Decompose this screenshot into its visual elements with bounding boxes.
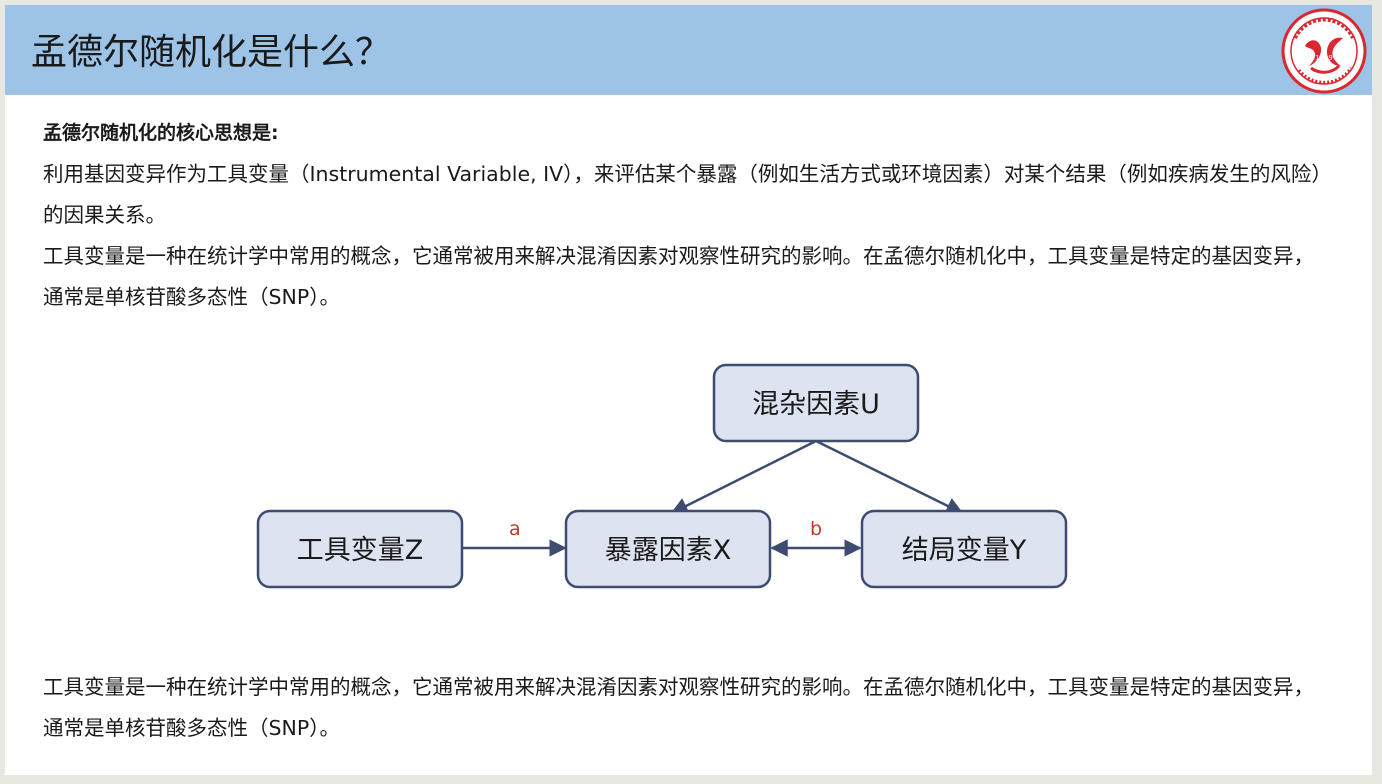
edge-u-to-y bbox=[815, 439, 964, 515]
hospital-logo-icon: 1929 bbox=[1281, 8, 1367, 94]
slide: 孟德尔随机化是什么？ 1929 孟德尔随机化的核心思想是: 利用基因变异作为工具… bbox=[5, 5, 1372, 775]
node-instrument-label: 工具变量Z bbox=[297, 535, 424, 566]
intro-section: 孟德尔随机化的核心思想是: 利用基因变异作为工具变量（Instrumental … bbox=[43, 113, 1333, 318]
causal-diagram: a b 混杂因素U 工具变量Z 暴露因素X 结局变量Y bbox=[256, 363, 1068, 589]
page-title: 孟德尔随机化是什么？ bbox=[31, 32, 392, 73]
edge-u-to-x bbox=[670, 439, 817, 515]
node-confounder: 混杂因素U bbox=[712, 363, 920, 443]
logo-year: 1929 bbox=[1315, 54, 1333, 62]
node-outcome-label: 结局变量Y bbox=[902, 535, 1027, 566]
node-confounder-label: 混杂因素U bbox=[752, 389, 880, 420]
node-instrument: 工具变量Z bbox=[256, 509, 464, 589]
intro-paragraph-2: 工具变量是一种在统计学中常用的概念，它通常被用来解决混淆因素对观察性研究的影响。… bbox=[43, 244, 1314, 309]
intro-paragraph-1: 利用基因变异作为工具变量（Instrumental Variable, IV），… bbox=[43, 162, 1332, 227]
header-bar: 孟德尔随机化是什么？ 1929 bbox=[5, 5, 1372, 95]
node-exposure: 暴露因素X bbox=[564, 509, 772, 589]
node-exposure-label: 暴露因素X bbox=[605, 535, 732, 566]
outro-section: 工具变量是一种在统计学中常用的概念，它通常被用来解决混淆因素对观察性研究的影响。… bbox=[43, 667, 1333, 749]
edge-label-b: b bbox=[810, 518, 822, 540]
intro-heading: 孟德尔随机化的核心思想是: bbox=[43, 122, 279, 144]
node-outcome: 结局变量Y bbox=[860, 509, 1068, 589]
outro-paragraph: 工具变量是一种在统计学中常用的概念，它通常被用来解决混淆因素对观察性研究的影响。… bbox=[43, 675, 1314, 740]
edge-label-a: a bbox=[509, 518, 521, 540]
